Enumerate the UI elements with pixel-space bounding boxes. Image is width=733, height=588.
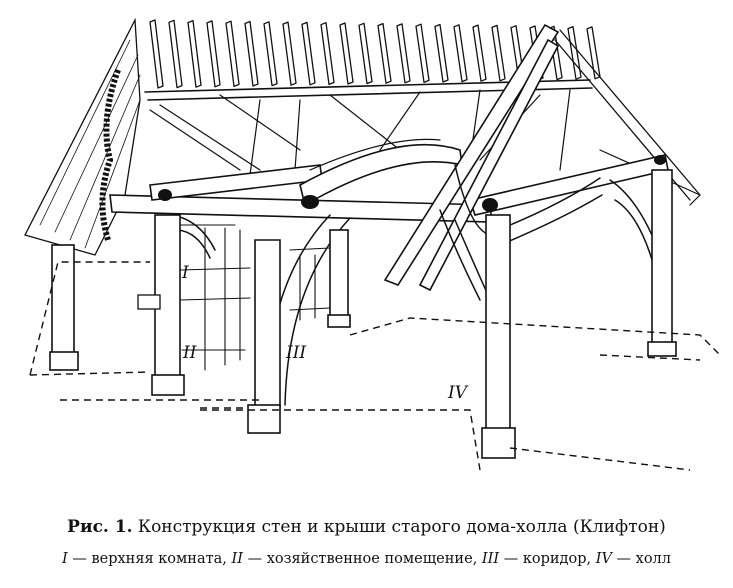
rafter <box>244 20 259 87</box>
legend-joiner: , <box>222 551 232 567</box>
legend-joiner: , <box>586 551 596 567</box>
legend-text: коридор <box>522 551 587 567</box>
rafter <box>491 24 506 82</box>
rafter <box>415 23 430 84</box>
room-label-corridor: III <box>285 343 306 363</box>
legend-item: II — хозяйственное помещение, <box>232 551 482 567</box>
legend-separator: — <box>67 551 92 567</box>
frame-posts <box>49 169 677 459</box>
rafter <box>263 21 278 87</box>
legend-numeral: IV <box>595 551 612 567</box>
rafter <box>187 19 202 88</box>
legend-text: холл <box>635 551 671 567</box>
thatched-roof <box>24 17 141 256</box>
tie-beams <box>109 138 669 223</box>
leaning-timbers <box>383 23 560 292</box>
rafter <box>472 24 487 82</box>
rafter <box>358 22 373 85</box>
legend-separator: — <box>499 551 523 567</box>
legend-item: I — верхняя комната, <box>62 551 232 567</box>
rafter <box>149 19 164 89</box>
figure-legend: I — верхняя комната, II — хозяйственное … <box>0 551 733 567</box>
room-label-upper-room: I <box>181 263 189 283</box>
figure-number: Рис. 1. <box>67 517 133 537</box>
rafter <box>586 26 601 80</box>
rafter <box>453 24 468 83</box>
rafter <box>320 22 335 86</box>
floor-plan-outlines <box>29 261 721 471</box>
legend-numeral: I <box>62 551 68 567</box>
legend-item: IV — холл <box>596 551 671 567</box>
beam-joints <box>137 155 666 310</box>
legend-numeral: III <box>481 551 500 567</box>
room-label-hall: IV <box>447 383 469 403</box>
room-label-service-room: II <box>182 343 197 363</box>
figure-title: Конструкция стен и крыши старого дома-хо… <box>137 517 666 537</box>
legend-text: верхняя комната <box>91 551 223 567</box>
wall-studs <box>179 224 331 371</box>
rafter <box>225 20 240 88</box>
figure-caption: Рис. 1. Конструкция стен и крыши старого… <box>0 517 733 537</box>
rafter <box>282 21 297 86</box>
legend-separator: — <box>242 551 267 567</box>
rafter <box>396 23 411 84</box>
timber-frame-illustration: I II III IV <box>24 17 721 471</box>
rafter <box>301 21 316 86</box>
rafter <box>339 22 354 85</box>
legend-text: хозяйственное помещение <box>266 551 473 567</box>
legend-joiner: , <box>472 551 482 567</box>
legend-numeral: II <box>231 551 243 567</box>
rafter <box>168 19 183 89</box>
rafter <box>434 23 449 83</box>
legend-item: III — коридор, <box>482 551 596 567</box>
legend-separator: — <box>611 551 636 567</box>
rafter <box>206 20 221 88</box>
rafter <box>377 22 392 84</box>
